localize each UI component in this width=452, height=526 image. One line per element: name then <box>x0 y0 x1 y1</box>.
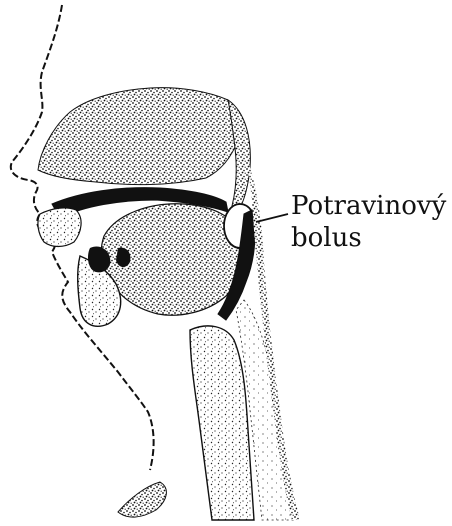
clavicle-fragment <box>118 482 166 517</box>
nasal-cavity-region <box>38 88 240 185</box>
lips-teeth <box>38 208 81 247</box>
bolus-label-line2: bolus <box>291 222 446 254</box>
bolus-label-line1: Potravinový <box>291 190 446 222</box>
bolus-callout-label: Potravinový bolus <box>291 190 446 254</box>
bolus-callout-line <box>256 214 288 222</box>
